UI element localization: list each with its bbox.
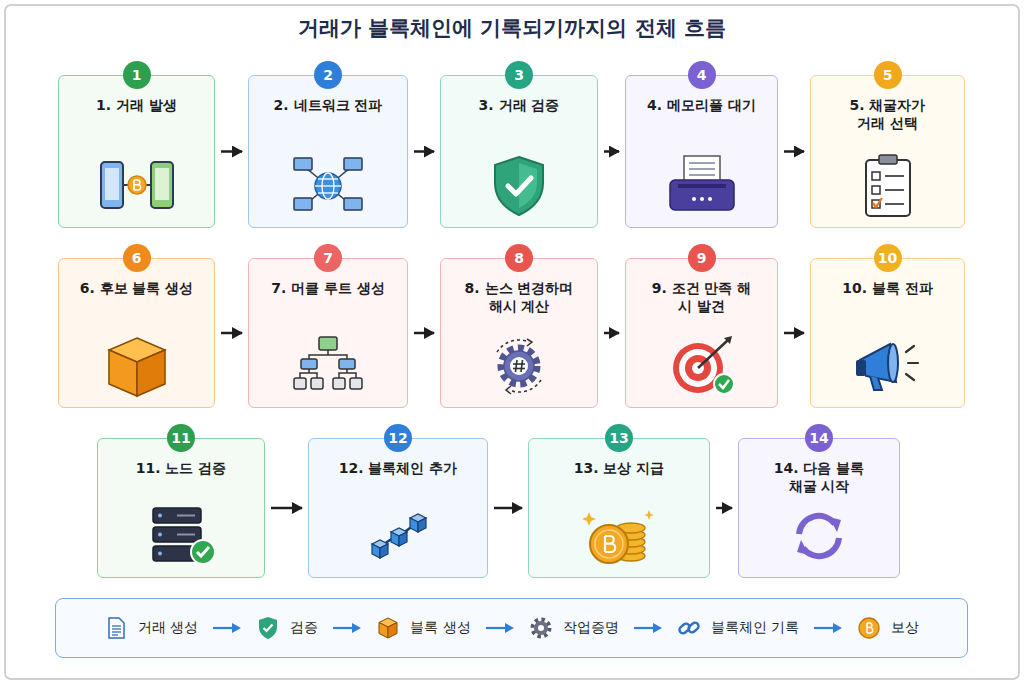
step-card: 44. 메모리풀 대기	[625, 75, 778, 228]
step-number: 8	[505, 244, 533, 272]
step-card: 1010. 블록 전파	[810, 258, 965, 408]
step-card: 1313. 보상 지급	[528, 438, 710, 578]
step-label: 8. 논스 변경하며 해시 계산	[458, 279, 580, 315]
cycle-icon	[779, 504, 859, 568]
flow-connector	[604, 332, 619, 335]
step-label: 11. 노드 검증	[106, 459, 256, 477]
step-number: 11	[167, 424, 195, 452]
flow-arrow	[485, 622, 515, 634]
step-card: 33. 거래 검증	[440, 75, 598, 228]
phones-coin-icon	[97, 154, 177, 218]
flow-connector	[221, 332, 242, 335]
step-card: 66. 후보 블록 생성	[58, 258, 215, 408]
flow-connector	[494, 507, 522, 510]
step-label: 3. 거래 검증	[449, 96, 589, 114]
summary-bar: 거래 생성 검증 블록 생성 작업증명 블록체인 기록 보상	[55, 598, 968, 658]
summary-label: 블록체인 기록	[711, 619, 799, 637]
step-number: 6	[123, 244, 151, 272]
summary-item: 보상	[857, 616, 919, 640]
flow-arrow	[332, 622, 362, 634]
flow-connector	[414, 150, 434, 153]
flow-connector	[604, 150, 619, 153]
shield-mini-icon	[256, 616, 280, 640]
gear-hash-icon	[479, 334, 559, 398]
step-label: 5. 채굴자가 거래 선택	[842, 96, 934, 132]
step-card: 88. 논스 변경하며 해시 계산	[440, 258, 598, 408]
summary-item: 블록 생성	[376, 616, 470, 640]
step-number: 1	[123, 61, 151, 89]
step-label: 2. 네트워크 전파	[258, 96, 398, 114]
summary-label: 보상	[891, 619, 919, 637]
step-card: 22. 네트워크 전파	[248, 75, 408, 228]
diagram-title: 거래가 블록체인에 기록되기까지의 전체 흐름	[0, 14, 1024, 42]
step-number: 5	[874, 61, 902, 89]
step-card: 55. 채굴자가 거래 선택	[810, 75, 965, 228]
summary-item: 작업증명	[529, 616, 619, 640]
step-label: 9. 조건 만족 해시 발견	[651, 279, 753, 315]
flow-connector	[716, 507, 732, 510]
step-card: 1212. 블록체인 추가	[308, 438, 488, 578]
step-label: 13. 보상 지급	[539, 459, 699, 477]
mempool-icon	[662, 154, 742, 218]
summary-label: 블록 생성	[410, 619, 470, 637]
summary-label: 검증	[290, 619, 318, 637]
summary-label: 작업증명	[563, 619, 619, 637]
flow-connector	[784, 150, 804, 153]
step-card: 1111. 노드 검증	[97, 438, 265, 578]
megaphone-icon	[848, 334, 928, 398]
step-number: 3	[505, 61, 533, 89]
reward-coins-icon	[579, 504, 659, 568]
flow-arrow	[633, 622, 663, 634]
flow-arrow	[813, 622, 843, 634]
summary-label: 거래 생성	[138, 619, 198, 637]
step-card: 11. 거래 발생	[58, 75, 215, 228]
step-label: 14. 다음 블록 채굴 시작	[765, 459, 873, 495]
step-number: 9	[688, 244, 716, 272]
cube-mini-icon	[376, 616, 400, 640]
step-number: 10	[874, 244, 902, 272]
step-number: 4	[688, 61, 716, 89]
document-icon	[104, 616, 128, 640]
chain-blocks-icon	[358, 504, 438, 568]
flow-arrow	[212, 622, 242, 634]
flow-connector	[221, 150, 242, 153]
flow-connector	[414, 332, 434, 335]
step-card: 77. 머클 루트 생성	[248, 258, 408, 408]
network-icon	[288, 154, 368, 218]
merkle-tree-icon	[288, 334, 368, 398]
shield-icon	[479, 154, 559, 218]
clipboard-icon	[848, 154, 928, 218]
step-number: 2	[314, 61, 342, 89]
step-number: 12	[384, 424, 412, 452]
block-cube-icon	[97, 334, 177, 398]
summary-item: 거래 생성	[104, 616, 198, 640]
gear-mini-icon	[529, 616, 553, 640]
step-label: 7. 머클 루트 생성	[258, 279, 398, 297]
step-card: 1414. 다음 블록 채굴 시작	[738, 438, 900, 578]
step-number: 13	[605, 424, 633, 452]
target-icon	[662, 334, 742, 398]
server-icon	[141, 504, 221, 568]
coin-mini-icon	[857, 616, 881, 640]
flow-connector	[784, 332, 804, 335]
link-mini-icon	[677, 616, 701, 640]
step-label: 6. 후보 블록 생성	[67, 279, 207, 297]
step-label: 12. 블록체인 추가	[318, 459, 478, 477]
step-number: 7	[314, 244, 342, 272]
step-label: 1. 거래 발생	[67, 96, 207, 114]
summary-item: 검증	[256, 616, 318, 640]
step-label: 4. 메모리풀 대기	[632, 96, 772, 114]
step-number: 14	[805, 424, 833, 452]
step-label: 10. 블록 전파	[818, 279, 958, 297]
summary-item: 블록체인 기록	[677, 616, 799, 640]
step-card: 99. 조건 만족 해시 발견	[625, 258, 778, 408]
flow-connector	[271, 507, 302, 510]
